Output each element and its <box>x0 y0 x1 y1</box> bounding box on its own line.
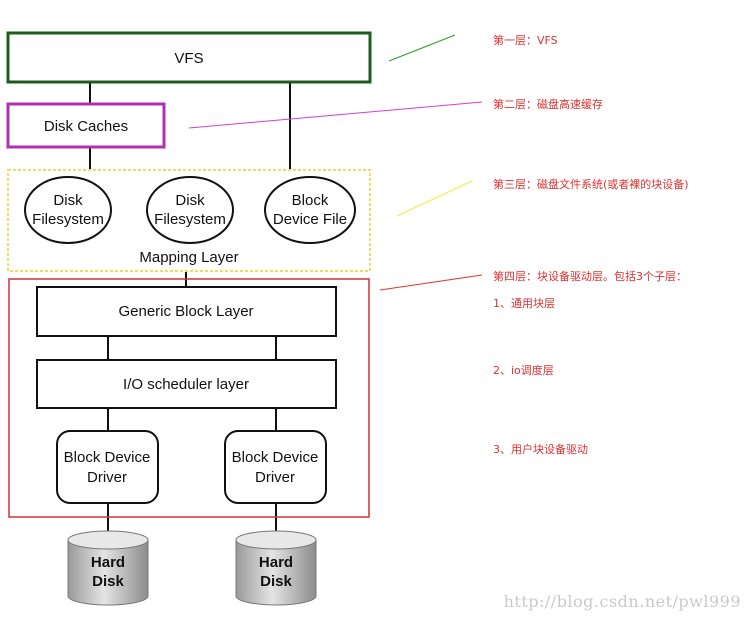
block-device-driver-left-line1: Block Device <box>64 449 151 466</box>
hard-disk-left-line1: Hard <box>91 554 125 571</box>
disk-filesystem-1-line2: Filesystem <box>32 211 104 228</box>
disk-filesystem-2-line1: Disk <box>175 192 205 209</box>
annotation-layer-3: 第三层：磁盘文件系统(或者裸的块设备) <box>493 177 689 191</box>
hard-disk-right-top <box>235 530 317 550</box>
connector-lines <box>89 82 291 534</box>
block-driver-region-box <box>8 278 370 518</box>
block-driver-region: Generic Block Layer I/O scheduler layer … <box>8 278 370 518</box>
mapping-layer-caption: Mapping Layer <box>139 249 238 266</box>
block-device-file-line2: Device File <box>273 211 347 228</box>
block-device-driver-left-line2: Driver <box>87 469 127 486</box>
disk-filesystem-node-1 <box>24 176 112 244</box>
block-device-driver-right-line1: Block Device <box>232 449 319 466</box>
pointer-block-driver <box>379 274 483 291</box>
vfs-box <box>6 31 372 84</box>
disk-caches-box <box>6 102 166 149</box>
generic-block-layer-label: Generic Block Layer <box>118 303 253 320</box>
annotation-sublayer-2: 2、io调度层 <box>493 363 554 377</box>
hard-disk-right: Hard Disk <box>235 530 317 606</box>
hard-disk-right-body <box>235 539 317 606</box>
disk-caches-label: Disk Caches <box>44 118 128 135</box>
io-scheduler-layer-label: I/O scheduler layer <box>123 376 249 393</box>
annotation-pointers <box>188 34 483 291</box>
hard-disk-left-body <box>67 539 149 606</box>
vfs-layer: VFS <box>6 31 372 84</box>
annotation-sublayer-3: 3、用户块设备驱动 <box>493 442 588 456</box>
disk-filesystem-1-line1: Disk <box>53 192 83 209</box>
io-scheduler-layer-box <box>36 359 337 409</box>
annotation-sublayer-1: 1、通用块层 <box>493 297 555 310</box>
block-device-file-node <box>264 176 356 244</box>
disk-caches-layer: Disk Caches <box>6 102 166 149</box>
hard-disk-right-line1: Hard <box>259 554 293 571</box>
pointer-filesystem <box>396 180 473 217</box>
pointer-vfs <box>388 34 456 62</box>
annotations: 第一层：VFS 第二层：磁盘高速缓存 第三层：磁盘文件系统(或者裸的块设备) 第… <box>493 33 689 456</box>
block-device-file-line1: Block <box>292 192 329 209</box>
block-device-driver-right-line2: Driver <box>255 469 295 486</box>
block-device-driver-right-box <box>224 430 327 504</box>
disk-filesystem-node-2 <box>146 176 234 244</box>
vfs-label: VFS <box>174 50 203 67</box>
block-device-driver-left-box <box>56 430 159 504</box>
disk-filesystem-2-line2: Filesystem <box>154 211 226 228</box>
hard-disk-left-top <box>67 530 149 550</box>
watermark: http://blog.csdn.net/pwl999 <box>504 592 741 611</box>
hard-disk-left-line2: Disk <box>92 573 124 590</box>
hard-disk-right-line2: Disk <box>260 573 292 590</box>
hard-disk-left: Hard Disk <box>67 530 149 606</box>
annotation-layer-4: 第四层：块设备驱动层。包括3个子层： <box>493 269 687 283</box>
mapping-layer: Disk Filesystem Disk Filesystem Block De… <box>7 169 371 272</box>
annotation-layer-1: 第一层：VFS <box>493 33 558 47</box>
annotation-layer-2: 第二层：磁盘高速缓存 <box>493 97 603 111</box>
generic-block-layer-box <box>36 286 337 337</box>
pointer-disk-caches <box>188 101 483 129</box>
